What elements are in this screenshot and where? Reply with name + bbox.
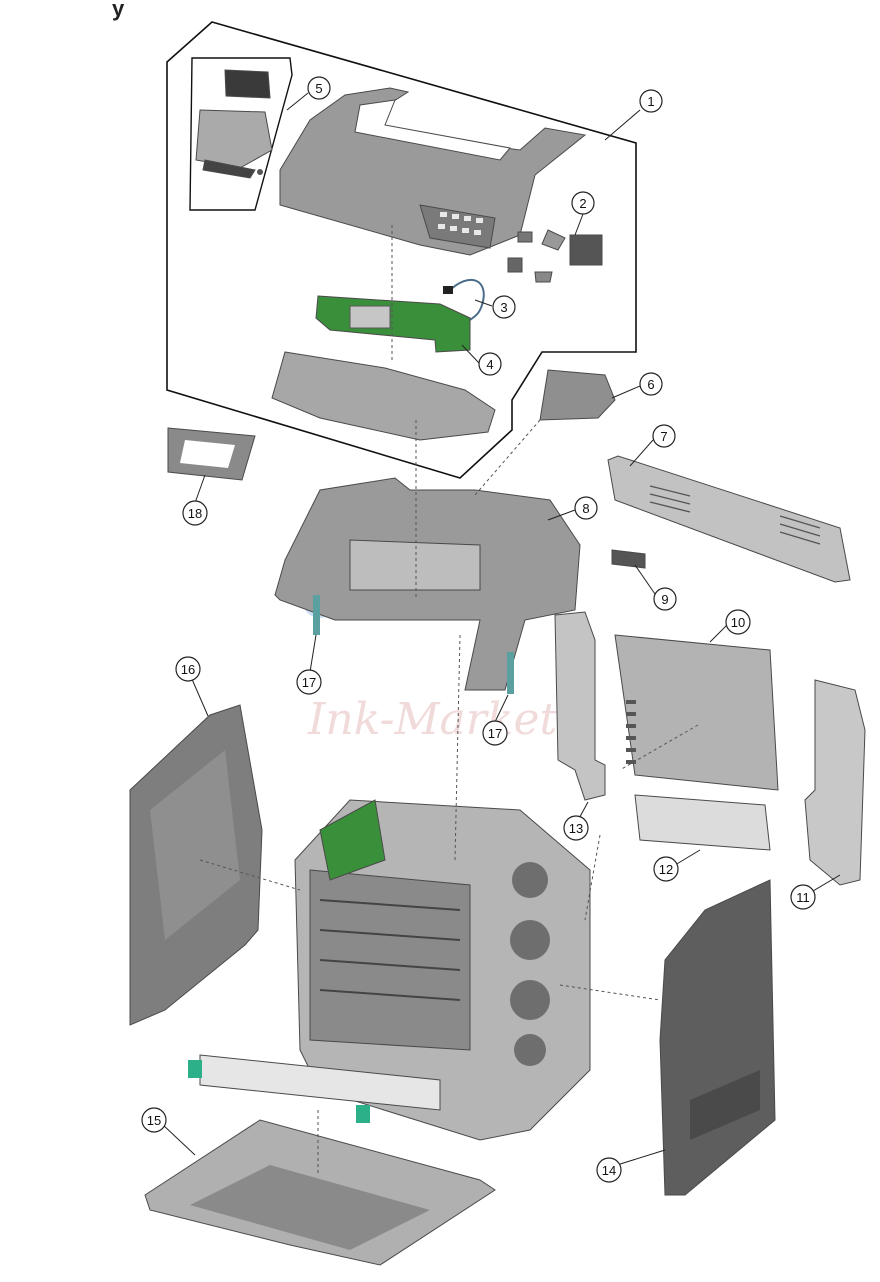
main-chassis (188, 799, 591, 1141)
callout-5: 5 (307, 76, 331, 100)
part-11-right-bracket (804, 679, 866, 886)
callout-10: 10 (725, 609, 751, 635)
part-1-top-cover (279, 87, 587, 256)
callout-9: 9 (653, 587, 677, 611)
callout-8-label: 8 (582, 501, 589, 516)
callout-15: 15 (141, 1107, 167, 1133)
callout-4-label: 4 (486, 357, 493, 372)
callout-13: 13 (563, 815, 589, 841)
callout-3-label: 3 (500, 300, 507, 315)
part-2-keypad-buttons (507, 229, 603, 283)
part-14-right-door (659, 879, 776, 1196)
part-5-panel-kit (195, 69, 273, 179)
callout-3: 3 (492, 295, 516, 319)
callout-8: 8 (574, 496, 598, 520)
callout-16-label: 16 (181, 662, 195, 677)
callout-2: 2 (571, 191, 595, 215)
callout-18-label: 18 (188, 506, 202, 521)
part-17-strip-left (313, 595, 320, 635)
callout-15-label: 15 (147, 1113, 161, 1128)
part-7-side-panel (607, 455, 851, 583)
callout-4: 4 (478, 352, 502, 376)
callout-6-label: 6 (647, 377, 654, 392)
callout-17-right-label: 17 (488, 726, 502, 741)
callout-17-right: 17 (482, 720, 508, 746)
callout-13-label: 13 (569, 821, 583, 836)
callout-11-label: 11 (796, 890, 810, 905)
part-17-strip-right (507, 652, 514, 694)
part-13-bracket (554, 611, 606, 801)
part-16-left-door (129, 704, 263, 1026)
part-4-circuit-board (315, 295, 471, 353)
part-6-small-cover (539, 369, 616, 421)
callout-12-label: 12 (659, 862, 673, 877)
callout-11: 11 (790, 884, 816, 910)
callout-10-label: 10 (731, 615, 745, 630)
part-15-bottom-tray (144, 1119, 496, 1266)
sub-assembly-outline (189, 57, 293, 211)
callout-12: 12 (653, 856, 679, 882)
callout-14: 14 (596, 1157, 622, 1183)
callout-14-label: 14 (602, 1163, 616, 1178)
header-title-fragment: y (112, 0, 125, 21)
callout-16: 16 (175, 656, 201, 682)
callout-1: 1 (639, 89, 663, 113)
callout-18: 18 (182, 500, 208, 526)
callout-7: 7 (652, 424, 676, 448)
part-8-upper-frame (274, 477, 581, 691)
callout-5-label: 5 (315, 81, 322, 96)
panel-bottom-housing (271, 351, 496, 441)
callout-9-label: 9 (661, 592, 668, 607)
callout-7-label: 7 (660, 429, 667, 444)
watermark-text: Ink-Market (307, 694, 557, 745)
part-12-bottom-plate (634, 794, 771, 851)
part-18-frame (167, 427, 256, 481)
callout-1-label: 1 (647, 94, 654, 109)
callout-17-left-label: 17 (302, 675, 316, 690)
part-9-grill (611, 549, 646, 569)
assembly-leader-lines (199, 225, 699, 1175)
callout-2-label: 2 (579, 196, 586, 211)
callout-17-left: 17 (296, 669, 322, 695)
part-10-metal-plate (614, 634, 779, 791)
part-3-cable (443, 279, 485, 323)
assembly-group-outline (166, 21, 637, 479)
callout-6: 6 (639, 372, 663, 396)
